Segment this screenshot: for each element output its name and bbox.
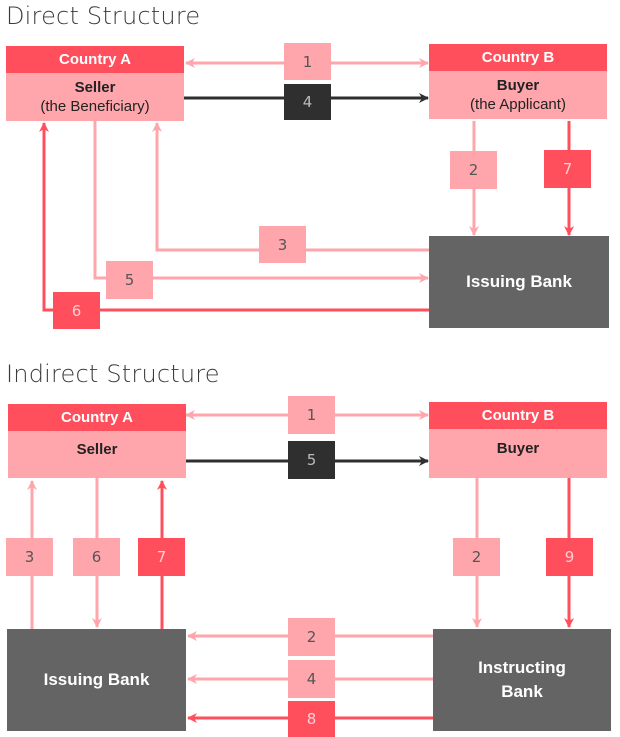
buyer-label: Buyer (496, 440, 540, 457)
step-7: 7 (138, 538, 185, 576)
direct-issuing-bank: Issuing Bank (429, 236, 609, 328)
seller-label: Seller (74, 79, 116, 96)
step-5: 5 (288, 441, 335, 479)
direct-country-b-header: Country B (429, 44, 607, 71)
step-7: 7 (544, 150, 591, 188)
step-2-bank: 2 (288, 618, 335, 656)
direct-buyer-box: Buyer (the Applicant) (429, 71, 607, 119)
step-4: 4 (288, 660, 335, 698)
arrow-5 (93, 121, 429, 283)
step-8: 8 (288, 701, 335, 737)
indirect-seller-box: Seller (8, 431, 186, 478)
indirect-structure-title: Indirect Structure (6, 360, 220, 388)
indirect-country-b-header: Country B (429, 402, 607, 429)
seller-sublabel: (the Beneficiary) (40, 98, 150, 115)
arrow-6 (39, 122, 430, 312)
indirect-issuing-bank: Issuing Bank (7, 629, 186, 731)
step-5: 5 (106, 261, 153, 299)
buyer-label: Buyer (496, 77, 540, 94)
direct-country-a-header: Country A (6, 46, 184, 73)
step-9: 9 (546, 538, 593, 576)
step-1: 1 (288, 396, 335, 434)
step-2: 2 (453, 538, 500, 576)
direct-seller-box: Seller (the Beneficiary) (6, 73, 184, 121)
step-6: 6 (73, 538, 120, 576)
step-1: 1 (284, 43, 331, 80)
step-4: 4 (284, 84, 331, 120)
seller-label: Seller (76, 441, 118, 458)
instructing-bank: Instructing Bank (433, 629, 611, 731)
direct-structure-title: Direct Structure (6, 2, 201, 30)
indirect-country-a-header: Country A (8, 404, 186, 431)
buyer-sublabel: (the Applicant) (470, 96, 566, 113)
step-6: 6 (53, 292, 100, 329)
indirect-buyer-box: Buyer (429, 429, 607, 478)
arrow-3 (152, 122, 430, 252)
step-3: 3 (6, 538, 53, 576)
step-3: 3 (259, 226, 306, 263)
step-2: 2 (450, 151, 497, 189)
